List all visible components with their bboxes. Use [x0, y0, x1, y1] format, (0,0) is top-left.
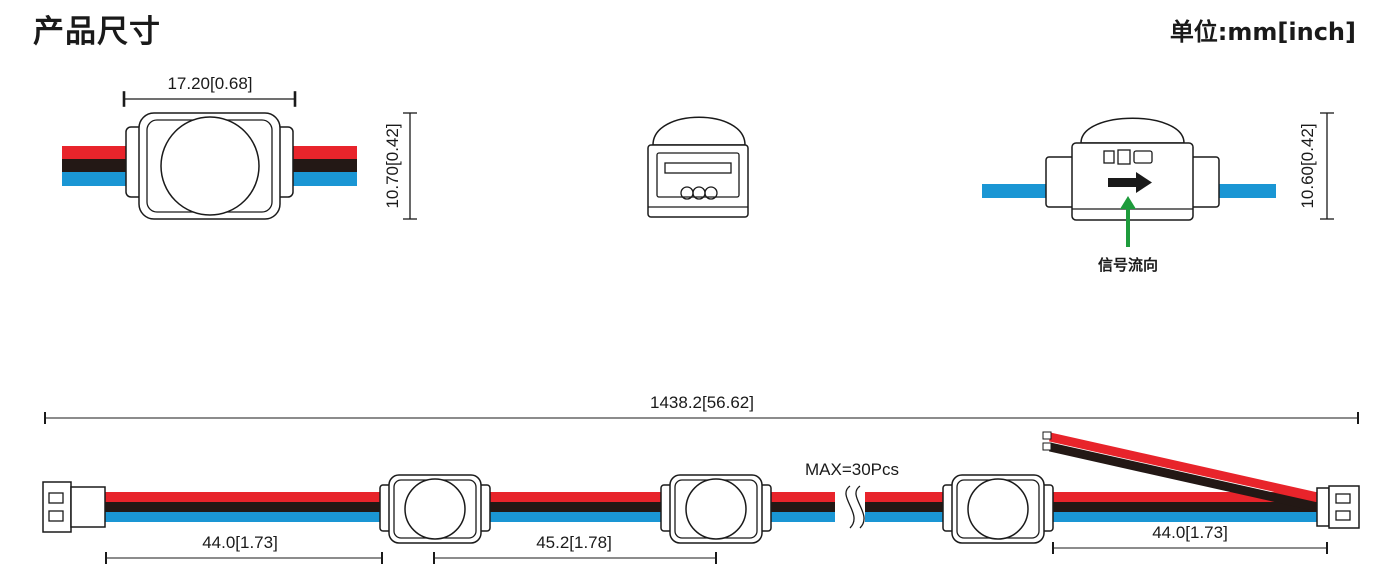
side-view-dome — [1080, 117, 1185, 144]
top-view-width-dim: 17.20[0.68] — [167, 74, 252, 93]
power-leads — [1042, 431, 1323, 513]
top-view: 17.20[0.68] 10.70[0.42] — [62, 74, 417, 220]
lead-right-dim: 44.0[1.73] — [1152, 523, 1228, 542]
front-view-pin — [704, 186, 718, 200]
chain-module — [942, 474, 1054, 544]
chain-module — [379, 474, 491, 544]
side-view-height-dim: 10.60[0.42] — [1298, 123, 1317, 208]
signal-flow-label: 信号流向 — [1098, 256, 1158, 274]
pitch-dim: 45.2[1.78] — [536, 533, 612, 552]
top-view-height-dim: 10.70[0.42] — [383, 123, 402, 208]
chain-module — [660, 474, 772, 544]
lead-left-dim: 44.0[1.73] — [202, 533, 278, 552]
page-title: 产品尺寸 — [33, 14, 161, 50]
units-label: 单位:mm[inch] — [1169, 18, 1356, 46]
total-length-dim: 1438.2[56.62] — [650, 393, 754, 412]
signal-pointer — [1120, 196, 1136, 247]
right-connector — [1316, 485, 1360, 529]
front-view — [647, 116, 749, 218]
certification-mark — [1103, 149, 1153, 165]
left-connector — [42, 481, 106, 533]
front-view-body — [647, 144, 749, 218]
chain-view: 1438.2[56.62] MAX=30Pcs — [42, 393, 1360, 564]
signal-direction-arrow — [1108, 172, 1152, 193]
top-view-lens — [160, 116, 260, 216]
side-view: 信号流向 10.60[0.42] — [982, 112, 1334, 274]
max-count-label: MAX=30Pcs — [805, 460, 899, 479]
front-view-dome — [652, 116, 746, 146]
